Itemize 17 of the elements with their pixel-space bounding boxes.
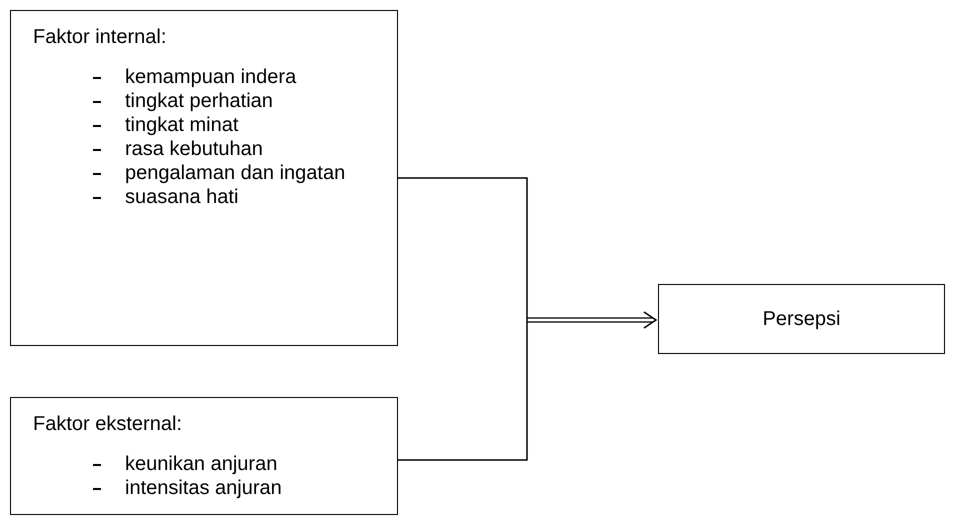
double-arrow	[526, 311, 658, 329]
list-item: pengalaman dan ingatan	[125, 161, 346, 185]
connector-line	[398, 320, 528, 461]
factor-box	[10, 397, 398, 515]
list-item: tingkat perhatian	[125, 89, 274, 113]
connector-line	[398, 177, 528, 320]
list-item: intensitas anjuran	[125, 476, 283, 500]
list-item: kemampuan indera	[125, 65, 298, 89]
list-item: tingkat minat	[125, 113, 240, 137]
list-item: keunikan anjuran	[125, 452, 278, 476]
box-heading: Faktor internal:	[33, 25, 166, 49]
process-box	[658, 284, 945, 354]
box-heading: Faktor eksternal:	[33, 412, 182, 436]
factor-box	[10, 10, 398, 346]
box-label: Persepsi	[762, 307, 840, 332]
list-item: rasa kebutuhan	[125, 137, 264, 161]
list-item: suasana hati	[125, 185, 240, 209]
